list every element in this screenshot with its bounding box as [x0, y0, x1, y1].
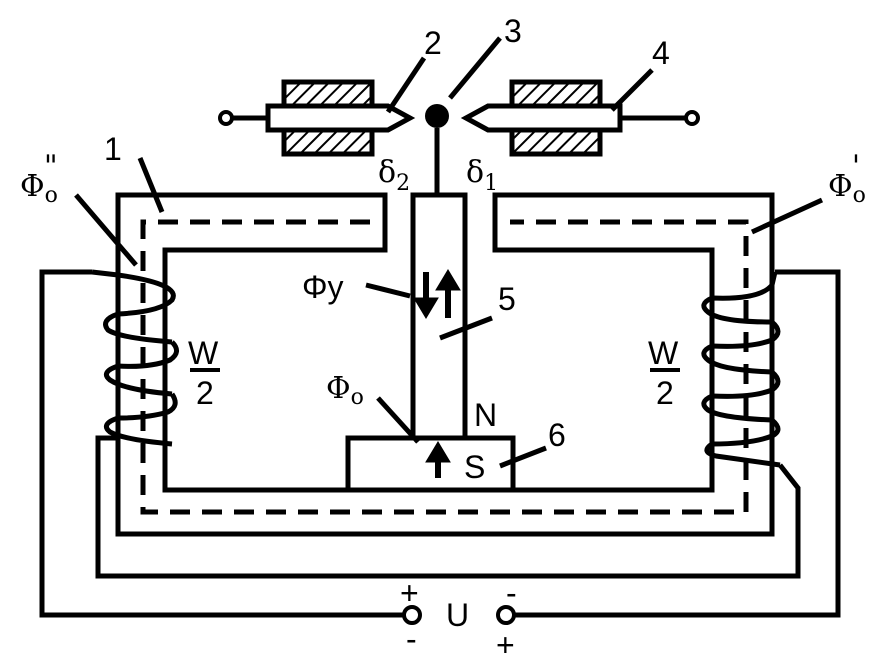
permanent-magnet: [345, 435, 516, 493]
inner-wire: [95, 435, 801, 579]
left-contact-assembly: [218, 79, 416, 157]
moving-contact: [425, 104, 449, 128]
right-coil: [701, 271, 781, 468]
up-arrow-icon: [425, 441, 451, 463]
label-w-right-num: W: [648, 335, 679, 371]
label-6: 6: [548, 417, 566, 453]
label-phi0-prime: Φo': [828, 149, 866, 208]
label-5: 5: [498, 281, 516, 317]
label-1: 1: [104, 131, 122, 167]
label-pole-s: S: [464, 449, 485, 485]
right-terminal: [684, 110, 700, 126]
right-contact-pin: [460, 103, 623, 133]
label-w-right-den: 2: [656, 375, 674, 411]
right-contact-assembly: [460, 79, 700, 157]
label-phiy: Φy: [302, 269, 344, 305]
flux-arrows: [413, 269, 461, 478]
supply-terminal-right: [496, 605, 516, 625]
left-terminal: [218, 110, 234, 126]
outer-wire: [39, 269, 841, 618]
flux-path-dashed: [140, 219, 749, 515]
label-minus-top: -: [506, 575, 517, 611]
supply-terminals: [402, 605, 516, 625]
left-coil: [91, 269, 179, 447]
label-minus-bottom: -: [406, 621, 417, 657]
up-arrow-icon: [435, 269, 461, 291]
label-w-left-num: W: [188, 335, 219, 371]
label-3: 3: [504, 13, 522, 49]
label-phi0: Φo: [326, 371, 364, 410]
label-delta1: δ1: [466, 155, 498, 196]
armature: [410, 192, 468, 441]
leader-lines: [74, 36, 824, 469]
label-plus-bottom: +: [496, 627, 515, 663]
magnetic-core: [115, 192, 775, 537]
label-w-left-den: 2: [196, 375, 214, 411]
label-delta2: δ2: [378, 155, 410, 196]
down-arrow-icon: [413, 297, 439, 319]
label-voltage: U: [446, 597, 469, 633]
supply-terminal-left: [402, 605, 422, 625]
label-plus-top: +: [400, 575, 419, 611]
label-phi0-double-prime: Φo": [20, 149, 58, 208]
label-2: 2: [424, 25, 442, 61]
label-pole-n: N: [474, 397, 497, 433]
label-4: 4: [652, 35, 670, 71]
left-contact-pin: [265, 103, 416, 133]
